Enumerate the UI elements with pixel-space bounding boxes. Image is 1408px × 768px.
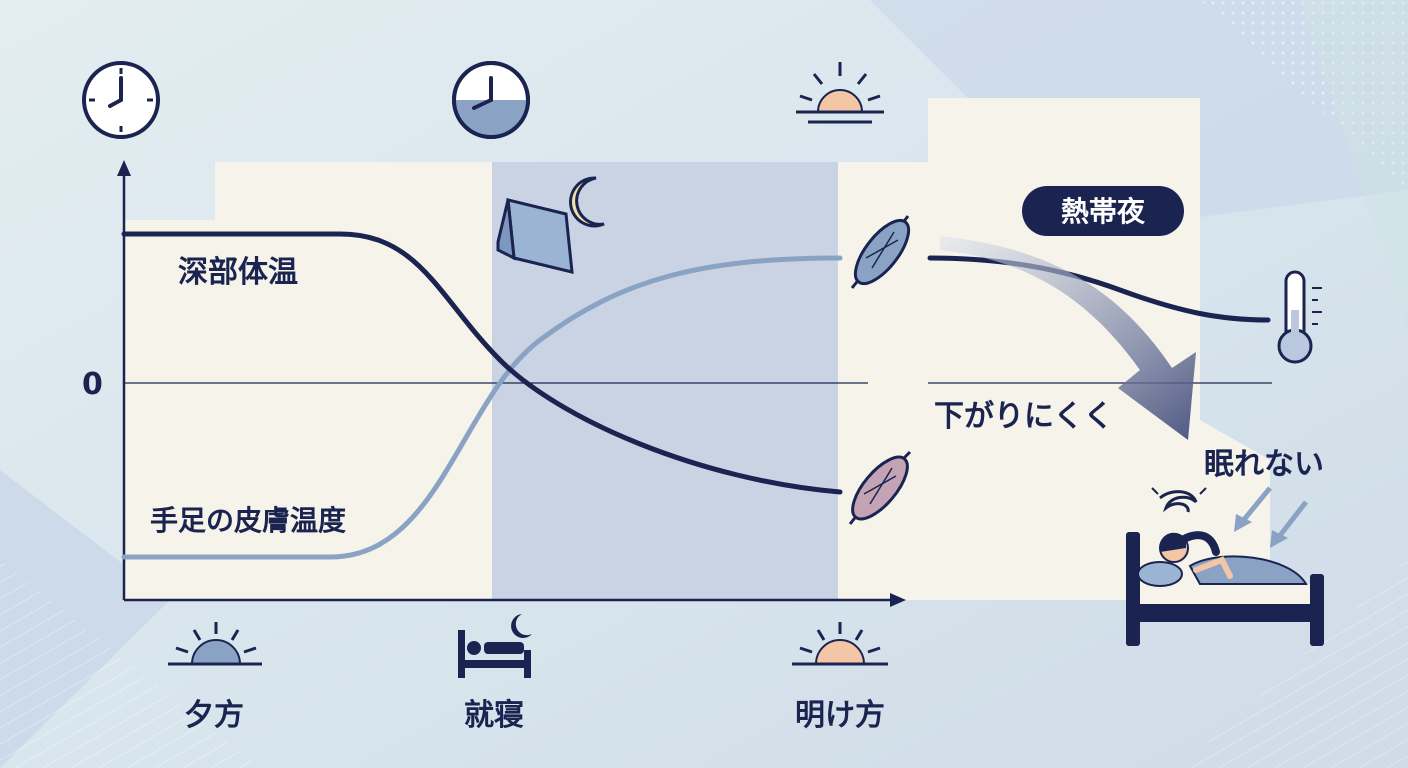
down-arrow bbox=[940, 236, 1196, 440]
zero-label: 0 bbox=[82, 367, 103, 402]
background-shape bbox=[0, 560, 260, 768]
tropical-night-label: 熱帯夜 bbox=[1061, 195, 1146, 228]
muscle-relaxed-icon bbox=[848, 450, 912, 525]
pressure-arrows bbox=[1234, 486, 1308, 548]
tropical-core-curve bbox=[927, 255, 1271, 323]
hard-to-drop-label: 下がりにくく bbox=[934, 399, 1113, 434]
background-shape bbox=[1300, 0, 1408, 330]
thermometer-icon bbox=[1277, 270, 1322, 364]
bedtime-label: 就寝 bbox=[464, 698, 524, 733]
core-temperature-curve bbox=[121, 231, 843, 495]
skin-temperature-label: 手足の皮膚温度 bbox=[150, 504, 346, 537]
muscle-tense-icon bbox=[850, 215, 911, 289]
clock-icon bbox=[82, 61, 160, 139]
x-axis-arrowhead bbox=[890, 593, 906, 607]
tropical-panel bbox=[928, 98, 1270, 600]
bed-moon-icon bbox=[458, 614, 532, 678]
sunset-icon bbox=[168, 622, 262, 666]
evening-panel-left bbox=[124, 220, 216, 600]
y-axis-arrowhead bbox=[117, 160, 131, 176]
background-shape bbox=[1180, 560, 1408, 768]
tropical-night-badge bbox=[1022, 186, 1184, 236]
background-shape bbox=[1200, 0, 1408, 190]
sleepless-person-icon bbox=[1126, 487, 1324, 646]
core-temperature-label: 深部体温 bbox=[178, 255, 298, 290]
cant-sleep-label: 眠れない bbox=[1204, 447, 1324, 482]
dawn-label: 明け方 bbox=[795, 698, 885, 733]
skin-temperature-curve bbox=[121, 255, 843, 560]
sunrise-icon bbox=[792, 622, 888, 666]
sunrise-icon bbox=[796, 62, 884, 124]
clock-shaded-icon bbox=[452, 61, 530, 139]
evening-label: 夕方 bbox=[184, 698, 244, 733]
blanket-moon-icon bbox=[496, 176, 605, 274]
